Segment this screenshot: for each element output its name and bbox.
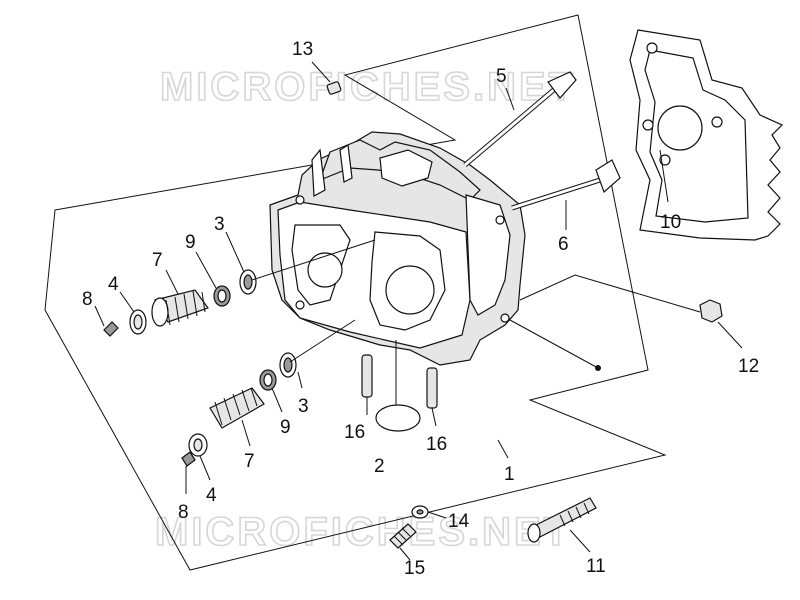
leader-15 <box>399 547 411 561</box>
leader-12b <box>717 321 743 349</box>
watermark-top: MICROFICHES.NET <box>160 65 576 109</box>
reference-dot <box>595 365 601 371</box>
spring-cap-lower <box>188 433 208 457</box>
callout-7b: 7 <box>244 451 255 472</box>
callout-10: 10 <box>660 212 681 233</box>
cylinder-head <box>269 131 526 366</box>
leader-11 <box>569 529 591 553</box>
valve-spring-lower <box>209 387 265 429</box>
leader-12 <box>519 274 701 313</box>
leader-9b <box>271 387 283 413</box>
oil-seal-lower <box>259 369 277 391</box>
leader-3a <box>225 231 245 273</box>
callout-9b: 9 <box>280 417 291 438</box>
spring-washer-lower <box>279 352 297 378</box>
leader-1-pointer <box>509 319 599 369</box>
bolt <box>527 497 597 543</box>
leader-14 <box>427 511 447 519</box>
dowel-pin <box>361 354 438 409</box>
assembly-outline <box>44 14 667 571</box>
washer <box>411 505 429 519</box>
callout-8b: 8 <box>178 502 189 523</box>
callout-4b: 4 <box>206 485 217 506</box>
spring-cap <box>129 309 147 335</box>
leader-1 <box>497 439 509 459</box>
valve-collet <box>103 321 119 337</box>
leader-10 <box>659 149 669 203</box>
valve-collet-lower <box>181 451 196 467</box>
leader-16b <box>431 407 437 427</box>
callout-8a: 8 <box>82 289 93 310</box>
callout-4a: 4 <box>108 274 119 295</box>
callout-3b: 3 <box>298 396 309 417</box>
leader-4a <box>119 291 135 313</box>
callout-15: 15 <box>404 558 425 579</box>
leader-3b <box>297 371 303 389</box>
valve-axis-lower <box>289 319 356 363</box>
callout-9a: 9 <box>185 232 196 253</box>
callout-5: 5 <box>496 66 507 87</box>
oil-seal <box>213 285 231 307</box>
head-gasket <box>629 29 784 241</box>
leader-4b <box>199 455 211 481</box>
leader-7a <box>165 269 179 295</box>
callout-6: 6 <box>558 234 569 255</box>
callout-2: 2 <box>374 456 385 477</box>
callout-7a: 7 <box>152 250 163 271</box>
callout-11: 11 <box>586 556 606 577</box>
exhaust-valve <box>511 159 621 211</box>
callout-16a: 16 <box>344 422 365 443</box>
leader-13 <box>311 61 331 83</box>
valve-spring <box>151 289 209 327</box>
leader-7b <box>241 419 251 447</box>
callout-1: 1 <box>504 464 515 485</box>
plug <box>326 81 342 95</box>
leader-9a <box>195 251 217 289</box>
watermark-bottom: MICROFICHES.NET <box>155 510 571 554</box>
leader-5 <box>505 87 515 111</box>
callout-12: 12 <box>738 356 759 377</box>
leader-8a <box>94 305 105 327</box>
o-ring <box>375 404 421 432</box>
callout-16b: 16 <box>426 434 447 455</box>
stud <box>389 523 417 549</box>
callout-13: 13 <box>292 39 313 60</box>
intake-valve <box>463 71 577 167</box>
spring-washer <box>239 269 257 295</box>
nut <box>699 299 723 323</box>
callout-14: 14 <box>448 511 470 532</box>
valve-axis-upper <box>251 239 376 281</box>
callout-3a: 3 <box>214 214 225 235</box>
